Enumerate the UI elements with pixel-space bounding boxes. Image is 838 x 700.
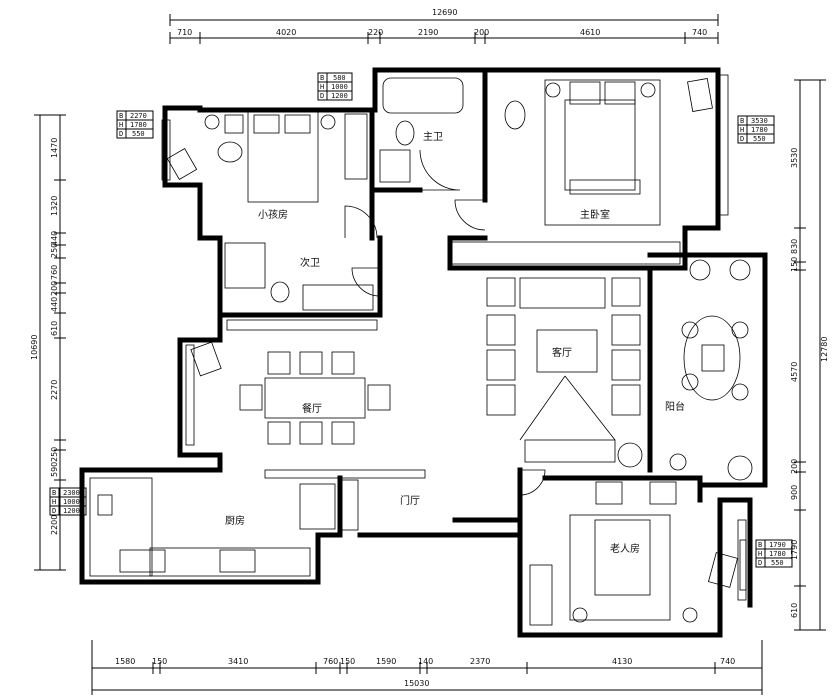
room-label-kitchen: 厨房 [225,514,245,527]
svg-text:D: D [758,559,762,567]
dim-left-4: 250 [50,243,59,258]
dim-top-4: 2190 [418,28,438,37]
dim-bottom-3: 3410 [228,657,248,666]
spec-3-h: 1780 [751,126,768,134]
svg-text:B: B [758,541,762,549]
svg-text:H: H [758,550,762,558]
dim-left-12: 2200 [50,515,59,535]
spec-1-b: 580 [333,74,346,82]
spec-2-b: 2270 [130,112,147,120]
dim-right-total: 12780 [820,337,829,362]
dim-right-8: 610 [790,603,799,618]
spec-1-h: 1000 [331,83,348,91]
dim-left-7: 440 [50,297,59,312]
right-dimension-lines [794,79,826,631]
svg-text:H: H [52,498,56,506]
spec-table-1: BHD 580 1000 1200 [317,72,353,101]
dim-left-3: 440 [50,231,59,246]
dim-bottom-8: 2370 [470,657,490,666]
spec-5-b: 1790 [769,541,786,549]
spec-table-2: BHD 2270 1780 550 [116,110,154,139]
bottom-dimension-lines [91,640,763,695]
spec-2-h: 1780 [130,121,147,129]
room-label-dining: 餐厅 [302,402,322,415]
svg-text:B: B [320,74,324,82]
dim-bottom-4: 760 [323,657,338,666]
spec-table-3: BHD 3530 1780 550 [737,115,775,144]
spec-4-d: 1200 [63,507,80,515]
furniture [89,77,753,626]
room-label-elder: 老人房 [610,542,640,555]
dim-bottom-10: 740 [720,657,735,666]
svg-text:D: D [320,92,324,100]
dim-top-total: 12690 [432,8,457,17]
dim-bottom-6: 1590 [376,657,396,666]
room-label-master-bath: 主卫 [423,131,443,143]
spec-1-d: 1200 [331,92,348,100]
dim-right-1: 3530 [790,148,799,168]
dim-right-5: 200 [790,459,799,474]
dim-bottom-1: 1580 [115,657,135,666]
room-label-balcony: 阳台 [665,400,685,413]
dim-bottom-9: 4130 [612,657,632,666]
left-dimension-lines [34,114,66,571]
dim-top-1: 710 [177,28,192,37]
dim-bottom-7: 140 [418,657,433,666]
room-label-living: 客厅 [552,346,572,359]
dim-bottom-2: 150 [152,657,167,666]
dim-left-1: 1470 [50,138,59,158]
svg-text:B: B [52,489,56,497]
dim-right-4: 4570 [790,362,799,382]
svg-text:H: H [119,121,123,129]
dim-top-7: 740 [692,28,707,37]
dim-left-8: 610 [50,321,59,336]
dim-top-2: 4020 [276,28,296,37]
svg-text:H: H [740,126,744,134]
dim-top-6: 4610 [580,28,600,37]
dim-top-3: 220 [368,28,383,37]
dim-left-6: 200 [50,281,59,296]
room-label-kid: 小孩房 [258,208,288,221]
spec-3-b: 3530 [751,117,768,125]
windows [161,74,747,601]
spec-5-d: 550 [771,559,784,567]
spec-table-5: BHD 1790 1780 550 [755,539,793,568]
dim-right-6: 900 [790,485,799,500]
svg-text:B: B [740,117,744,125]
walls [79,67,768,638]
dim-right-7: 1790 [790,540,799,560]
svg-text:D: D [740,135,744,143]
doors [344,149,546,496]
spec-2-d: 550 [132,130,145,138]
dim-left-2: 1320 [50,196,59,216]
top-dimension-lines [169,14,719,44]
room-label-second-bath: 次卫 [300,256,320,269]
dim-bottom-5: 150 [340,657,355,666]
spec-5-h: 1780 [769,550,786,558]
dim-left-9: 2270 [50,380,59,400]
dim-right-2: 830 [790,239,799,254]
spec-4-b: 2300 [63,489,80,497]
svg-text:B: B [119,112,123,120]
svg-text:D: D [52,507,56,515]
dim-right-3: 150 [790,257,799,272]
svg-text:D: D [119,130,123,138]
dim-left-5: 760 [50,265,59,280]
dim-left-total: 10690 [30,335,39,360]
svg-text:H: H [320,83,324,91]
spec-table-4: BHD 2300 1000 1200 [49,487,87,516]
dim-left-11: 590 [50,462,59,477]
room-label-entrance: 门厅 [400,494,420,507]
spec-3-d: 550 [753,135,766,143]
room-label-master: 主卧室 [580,208,610,221]
dim-top-5: 200 [474,28,489,37]
dim-bottom-total: 15030 [404,679,429,688]
dim-left-10: 250 [50,447,59,462]
spec-4-h: 1000 [63,498,80,506]
